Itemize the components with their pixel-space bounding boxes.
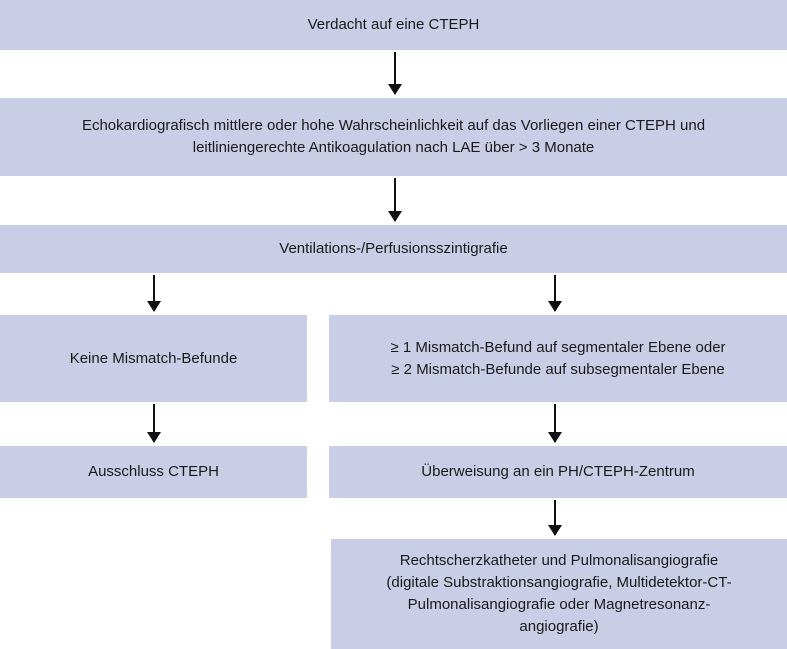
step-catheter-text-line-3: Pulmonalisangiografie oder Magnetresonan…: [407, 596, 711, 613]
step-echo-text-line-1: Echokardiografisch mittlere oder hohe Wa…: [81, 117, 706, 134]
step-catheter-text-line-2: (digitale Substraktionsangiografie, Mult…: [386, 574, 732, 591]
step-no-mismatch-text: Keine Mismatch-Befunde: [69, 349, 238, 367]
arrow-vq-to-mismatch: [548, 275, 562, 312]
step-no-mismatch-box: Keine Mismatch-Befunde: [0, 315, 307, 402]
arrow-vq-to-no-mismatch: [147, 275, 161, 312]
step-vq-scan-text: Ventilations-/Perfusionsszintigrafie: [279, 240, 508, 257]
step-suspicion-text: Verdacht auf eine CTEPH: [307, 16, 480, 33]
arrow-suspicion-to-echo: [388, 52, 402, 95]
step-echo-anticoagulation-box: Echokardiografisch mittlere oder hohe Wa…: [0, 98, 787, 176]
step-vq-scan-box: Ventilations-/Perfusionsszintigrafie: [0, 225, 787, 273]
step-referral-text: Überweisung an ein PH/CTEPH-Zentrum: [421, 463, 695, 480]
arrow-mismatch-to-referral: [548, 404, 562, 443]
step-catheter-text-line-4: angiografie): [519, 618, 599, 635]
step-mismatch-box: ≥ 1 Mismatch-Befund auf segmentaler Eben…: [329, 315, 787, 402]
step-exclusion-box: Ausschluss CTEPH: [0, 446, 307, 498]
arrow-referral-to-catheter: [548, 500, 562, 536]
step-suspicion-box: Verdacht auf eine CTEPH: [0, 0, 787, 50]
arrow-no-mismatch-to-exclusion: [147, 404, 161, 443]
step-mismatch-text-line-1: ≥ 1 Mismatch-Befund auf segmentaler Eben…: [390, 338, 726, 356]
step-referral-box: Überweisung an ein PH/CTEPH-Zentrum: [329, 446, 787, 498]
step-mismatch-text-line-2: ≥ 2 Mismatch-Befunde auf subsegmentaler …: [391, 360, 725, 378]
arrow-echo-to-vq: [388, 178, 402, 222]
step-exclusion-text: Ausschluss CTEPH: [88, 463, 219, 480]
step-echo-text-line-2: leitliniengerechte Antikoagulation nach …: [192, 139, 595, 156]
step-catheter-angiography-box: Rechtscherzkatheter und Pulmonalisangiog…: [331, 539, 787, 649]
step-catheter-text-line-1: Rechtscherzkatheter und Pulmonalisangiog…: [399, 552, 719, 569]
